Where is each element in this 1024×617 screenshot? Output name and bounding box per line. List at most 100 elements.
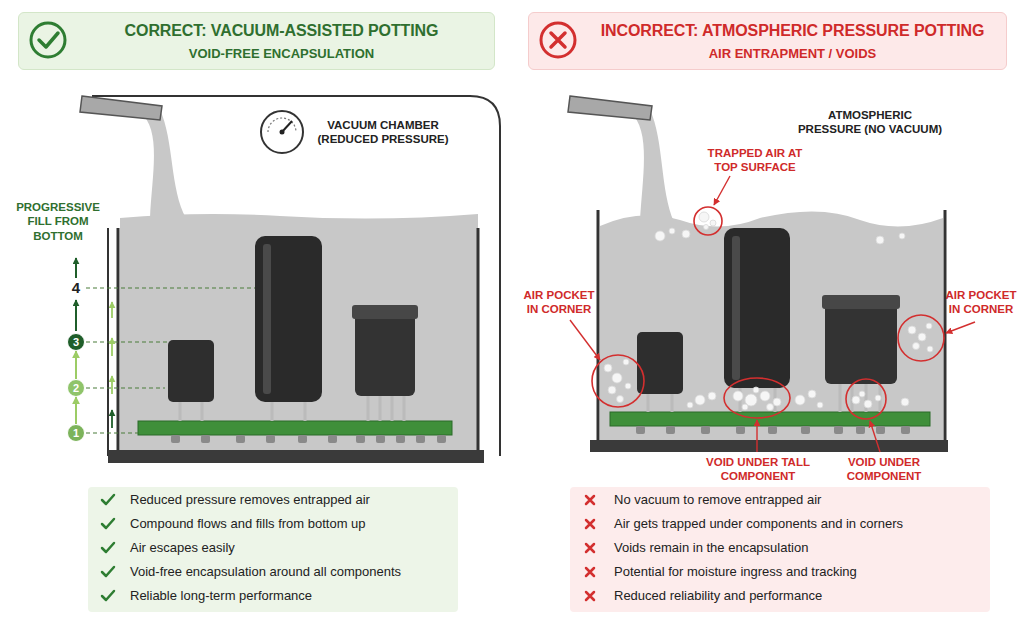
- electrolytic-capacitor: [255, 236, 322, 402]
- air-bubble: [753, 387, 759, 393]
- air-bubble: [918, 333, 926, 341]
- fill-level-line: [86, 287, 255, 288]
- callout-label: TRAPPED AIR AT TOP SURFACE: [695, 146, 815, 175]
- solder-joint: [328, 435, 337, 443]
- solder-joint: [437, 435, 446, 443]
- solder-joint: [201, 435, 210, 443]
- panel-subtitle: AIR ENTRAPMENT / VOIDS: [709, 46, 877, 61]
- air-bubble: [682, 230, 690, 238]
- air-bubble: [795, 395, 805, 405]
- component-lead: [179, 402, 182, 421]
- air-bubble: [710, 220, 716, 226]
- solder-joint: [856, 426, 865, 434]
- callout-leader: [756, 420, 757, 452]
- fill-level-lines: [86, 288, 255, 433]
- potting-compound: [600, 211, 943, 440]
- compound-stream: [630, 110, 674, 222]
- pressure-gauge: [261, 111, 303, 153]
- air-bubble: [695, 395, 705, 405]
- air-bubble: [852, 396, 860, 404]
- bullet-text: Reliable long-term performance: [130, 584, 458, 608]
- fill-direction-arrow: [111, 410, 113, 428]
- fill-label: PROGRESSIVE FILL FROM BOTTOM: [6, 200, 110, 243]
- callout-leader: [570, 320, 600, 360]
- tank-base: [108, 450, 484, 463]
- fill-step-circle: 2: [67, 379, 85, 397]
- solder-joint: [416, 435, 425, 443]
- air-bubble: [617, 396, 624, 403]
- air-bubble: [733, 391, 743, 401]
- solder-joint: [266, 435, 275, 443]
- bullet-text: Voids remain in the encapsulation: [614, 536, 990, 560]
- air-bubble: [808, 390, 816, 398]
- solder-joint: [376, 435, 385, 443]
- air-bubble: [699, 212, 709, 222]
- check-bullet: [102, 567, 114, 576]
- check-bullet: [102, 495, 114, 504]
- fill-level-line: [86, 432, 138, 433]
- component-lead: [671, 394, 674, 412]
- tank-wall: [477, 228, 480, 452]
- fill-direction-arrow: [75, 300, 77, 331]
- bullet-text: Void-free encapsulation around all compo…: [130, 560, 458, 584]
- gauge-pivot: [280, 130, 285, 135]
- void-markers: [592, 207, 944, 419]
- air-bubble: [687, 402, 693, 408]
- air-bubbles: [604, 212, 933, 411]
- bullet-text: Reduced reliability and performance: [614, 584, 990, 608]
- air-bubble: [625, 383, 631, 389]
- check-icon-ring: [31, 23, 65, 57]
- air-bubble: [612, 373, 622, 383]
- header-banner: CORRECT: VACUUM-ASSISTED POTTINGVOID-FRE…: [18, 12, 495, 70]
- air-bubble: [655, 231, 665, 241]
- potting-compound: [120, 214, 478, 450]
- check-bullet: [102, 591, 114, 600]
- transformer-cap: [352, 305, 418, 319]
- air-bubble: [859, 391, 865, 397]
- pcb-board: [138, 421, 452, 435]
- callout-label: AIR POCKET IN CORNER: [940, 288, 1022, 317]
- callout-leader: [946, 322, 975, 333]
- air-bubble: [669, 228, 675, 234]
- component-lead: [647, 394, 650, 412]
- fill-direction-arrow: [111, 338, 113, 356]
- step-number: 1: [73, 428, 79, 439]
- void-marker: [898, 315, 944, 361]
- air-bubble: [901, 398, 909, 406]
- transformer-component: [355, 310, 415, 396]
- small-capacitor: [168, 340, 214, 402]
- callout-leader: [870, 421, 880, 452]
- fill-direction-arrow: [75, 258, 77, 278]
- transformer-component: [825, 300, 897, 384]
- air-bubble: [908, 326, 916, 334]
- solder-joint: [356, 435, 365, 443]
- fill-progress-arrow: [75, 397, 77, 424]
- check-icon: [39, 33, 58, 47]
- panel-title: CORRECT: VACUUM-ASSISTED POTTING: [125, 22, 439, 40]
- cross-bullet: [586, 520, 594, 528]
- cross-icon: [551, 33, 565, 47]
- solder-joint: [768, 426, 777, 434]
- pour-spout: [568, 96, 652, 120]
- panel-title: INCORRECT: ATMOSPHERIC PRESSURE POTTING: [601, 22, 985, 40]
- callout-leader: [714, 176, 730, 205]
- tank-wall: [944, 210, 947, 442]
- solder-joint: [876, 426, 885, 434]
- bullet-text: Reduced pressure removes entrapped air: [130, 488, 458, 512]
- bullet-text: Compound flows and fills from bottom up: [130, 512, 458, 536]
- callout-label: VOID UNDER COMPONENT: [836, 455, 932, 484]
- air-bubble: [742, 404, 748, 410]
- tank-base: [590, 440, 948, 452]
- fill-level-line: [86, 387, 165, 388]
- air-bubble: [767, 404, 774, 411]
- fill-direction-arrow: [111, 376, 113, 394]
- air-bubble: [876, 236, 884, 244]
- callout-label: VOID UNDER TALL COMPONENT: [700, 455, 816, 484]
- fill-step-circle: 3: [67, 333, 85, 351]
- bullet-text: Potential for moisture ingress and track…: [614, 560, 990, 584]
- air-bubble: [864, 400, 872, 408]
- cross-bullet: [586, 592, 594, 600]
- step-number: 2: [73, 383, 79, 394]
